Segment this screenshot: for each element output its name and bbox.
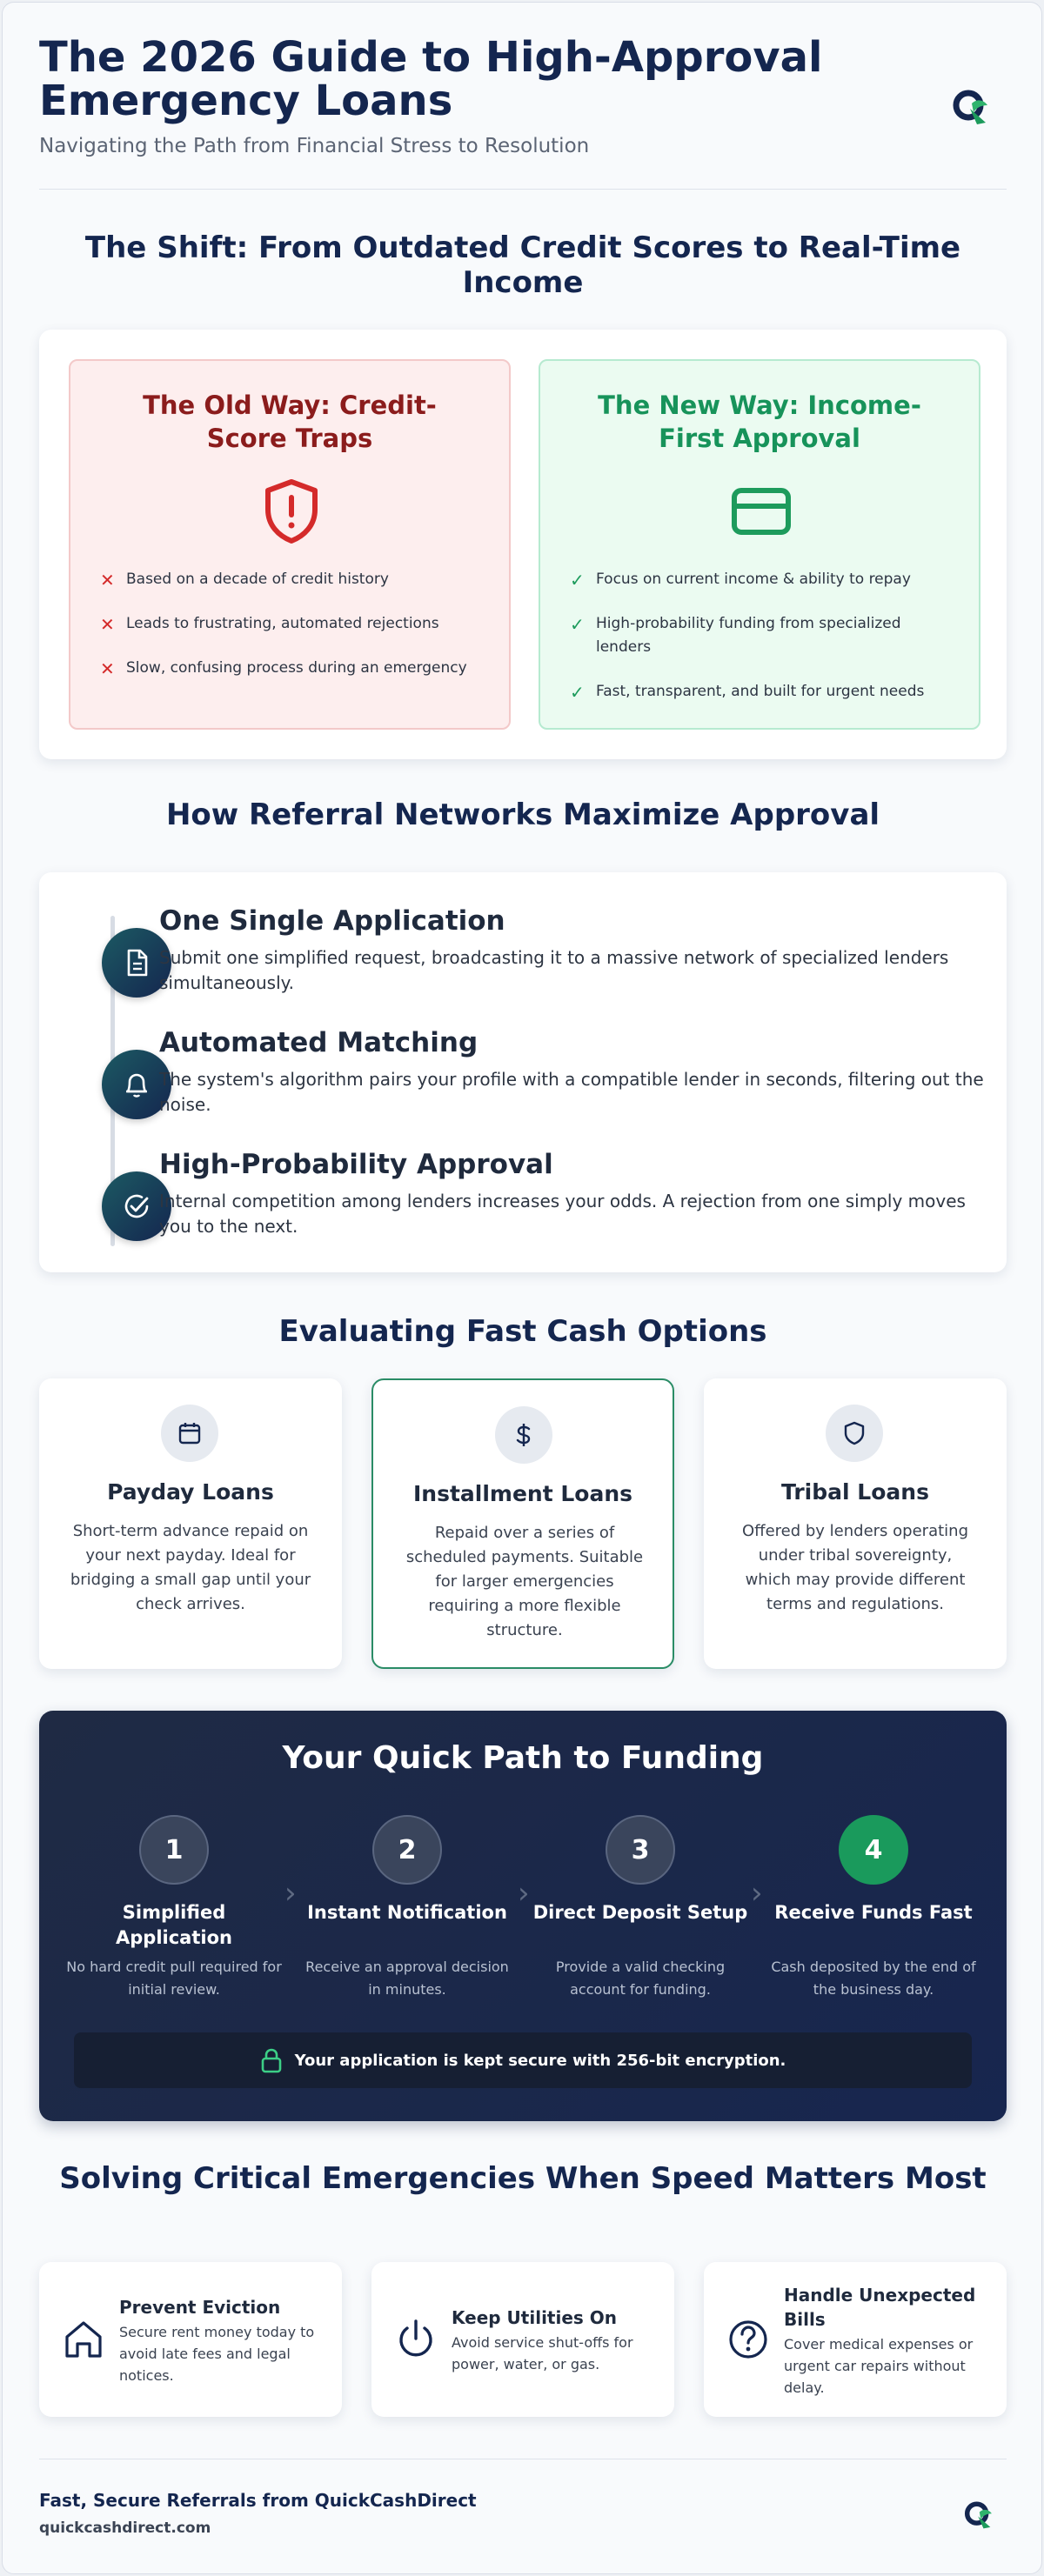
- credit-card-icon: [732, 488, 791, 535]
- path-step: 2 Instant Notification Receive an approv…: [298, 1815, 516, 2006]
- emergency-title: Prevent Eviction: [119, 2297, 281, 2318]
- security-text: Your application is kept secure with 256…: [294, 2051, 786, 2070]
- emergency-card-eviction: Prevent Eviction Secure rent money today…: [39, 2262, 342, 2417]
- footer-url[interactable]: quickcashdirect.com: [39, 2519, 211, 2537]
- option-title: Payday Loans: [107, 1479, 274, 1505]
- path-step-title: Receive Funds Fast: [774, 1902, 973, 1923]
- option-desc: Repaid over a series of scheduled paymen…: [405, 1524, 644, 1639]
- option-title: Installment Loans: [412, 1481, 633, 1506]
- option-card-payday: Payday Loans Short-term advance repaid o…: [39, 1378, 342, 1669]
- option-card-tribal: Tribal Loans Offered by lenders operatin…: [704, 1378, 1007, 1669]
- options-section-title: Evaluating Fast Cash Options: [278, 1314, 767, 1349]
- referral-step-desc: Internal competition among lenders incre…: [159, 1191, 966, 1237]
- path-step-title: Instant Notification: [307, 1902, 507, 1923]
- path-step-desc: Cash deposited by the end of the busines…: [771, 1959, 976, 1998]
- old-way-item: ✕Slow, confusing process during an emerg…: [100, 658, 467, 679]
- chevron-right-icon: ›: [284, 1876, 297, 1911]
- question-circle-icon: [729, 2320, 767, 2359]
- new-way-title: The New Way: Income-First Approval: [598, 390, 921, 453]
- check-icon: ✓: [570, 570, 585, 591]
- page-subtitle: Navigating the Path from Financial Stres…: [39, 135, 590, 157]
- emergency-title: Keep Utilities On: [452, 2307, 618, 2328]
- referral-step-desc: Submit one simplified request, broadcast…: [159, 947, 949, 993]
- emergency-card-bills: Handle Unexpected Bills Cover medical ex…: [704, 2262, 1007, 2417]
- step-number: 1: [139, 1815, 209, 1885]
- option-desc: Offered by lenders operating under triba…: [742, 1522, 968, 1613]
- page-title: The 2026 Guide to High-Approval Emergenc…: [39, 33, 823, 125]
- old-way-list: ✕Based on a decade of credit history ✕Le…: [98, 568, 490, 701]
- shift-section-title: The Shift: From Outdated Credit Scores t…: [84, 230, 961, 300]
- referral-step-title: High-Probability Approval: [159, 1149, 553, 1180]
- option-card-installment: Installment Loans Repaid over a series o…: [371, 1378, 674, 1669]
- shield-alert-icon: [265, 479, 318, 544]
- referral-step-desc: The system's algorithm pairs your profil…: [159, 1069, 984, 1115]
- emergencies-section-title: Solving Critical Emergencies When Speed …: [59, 2161, 987, 2196]
- quickcashdirect-logo-icon: [953, 90, 987, 124]
- old-way-item: ✕Leads to frustrating, automated rejecti…: [100, 614, 439, 635]
- path-step: 4 Receive Funds Fast Cash deposited by t…: [765, 1815, 982, 2006]
- bell-icon: [102, 1050, 171, 1119]
- referral-section-title: How Referral Networks Maximize Approval: [165, 797, 880, 832]
- new-way-item: ✓Fast, transparent, and built for urgent…: [570, 682, 925, 703]
- path-step-desc: No hard credit pull required for initial…: [66, 1959, 282, 1998]
- old-way-item: ✕Based on a decade of credit history: [100, 570, 389, 591]
- old-way-title: The Old Way: Credit-Score Traps: [143, 390, 437, 453]
- x-icon: ✕: [100, 658, 115, 679]
- path-step-desc: Receive an approval decision in minutes.: [305, 1959, 509, 1998]
- check-icon: ✓: [570, 682, 585, 703]
- step-number: 4: [839, 1815, 908, 1885]
- emergency-desc: Secure rent money today to avoid late fe…: [119, 2324, 315, 2384]
- chevron-right-icon: ›: [751, 1876, 763, 1911]
- chevron-right-icon: ›: [518, 1876, 530, 1911]
- old-way-panel: The Old Way: Credit-Score Traps ✕Based o…: [69, 359, 511, 730]
- option-desc: Short-term advance repaid on your next p…: [70, 1522, 311, 1613]
- dollar-icon: [495, 1406, 552, 1464]
- emergency-title: Handle Unexpected Bills: [784, 2285, 976, 2330]
- x-icon: ✕: [100, 570, 115, 591]
- step-number: 3: [606, 1815, 675, 1885]
- security-notice: Your application is kept secure with 256…: [74, 2032, 972, 2088]
- referral-step-title: One Single Application: [159, 905, 505, 937]
- path-step: 3 Direct Deposit Setup Provide a valid c…: [532, 1815, 749, 2006]
- power-icon: [399, 2319, 432, 2357]
- option-title: Tribal Loans: [781, 1479, 929, 1505]
- path-step-title: Simplified Application: [116, 1902, 232, 1948]
- lock-icon: [261, 2048, 281, 2073]
- emergency-desc: Avoid service shut-offs for power, water…: [452, 2334, 633, 2372]
- check-circle-icon: [102, 1171, 171, 1241]
- emergency-desc: Cover medical expenses or urgent car rep…: [784, 2336, 974, 2396]
- footer-title: Fast, Secure Referrals from QuickCashDir…: [39, 2490, 477, 2511]
- new-way-item: ✓Focus on current income & ability to re…: [570, 570, 911, 591]
- calendar-icon: [161, 1405, 218, 1462]
- path-step-title: Direct Deposit Setup: [532, 1902, 748, 1923]
- new-way-list: ✓Focus on current income & ability to re…: [568, 568, 960, 724]
- new-way-item: ✓High-probability funding from specializ…: [570, 614, 901, 656]
- document-icon: [102, 928, 171, 998]
- path-step-desc: Provide a valid checking account for fun…: [555, 1959, 726, 1998]
- referral-card: [39, 872, 1007, 1272]
- new-way-panel: The New Way: Income-First Approval ✓Focu…: [539, 359, 980, 730]
- quickcashdirect-logo-icon: [964, 2501, 992, 2529]
- header-divider: [39, 189, 1007, 190]
- step-number: 2: [372, 1815, 442, 1885]
- quick-path-title: Your Quick Path to Funding: [282, 1740, 764, 1776]
- emergency-card-utilities: Keep Utilities On Avoid service shut-off…: [371, 2262, 674, 2417]
- x-icon: ✕: [100, 614, 115, 635]
- path-step: 1 Simplified Application No hard credit …: [65, 1815, 283, 2006]
- referral-step-title: Automated Matching: [159, 1027, 478, 1058]
- check-icon: ✓: [570, 614, 585, 635]
- shield-icon: [826, 1405, 883, 1462]
- home-icon: [65, 2321, 102, 2358]
- quick-path-panel: Your Quick Path to Funding 1 Simplified …: [39, 1711, 1007, 2121]
